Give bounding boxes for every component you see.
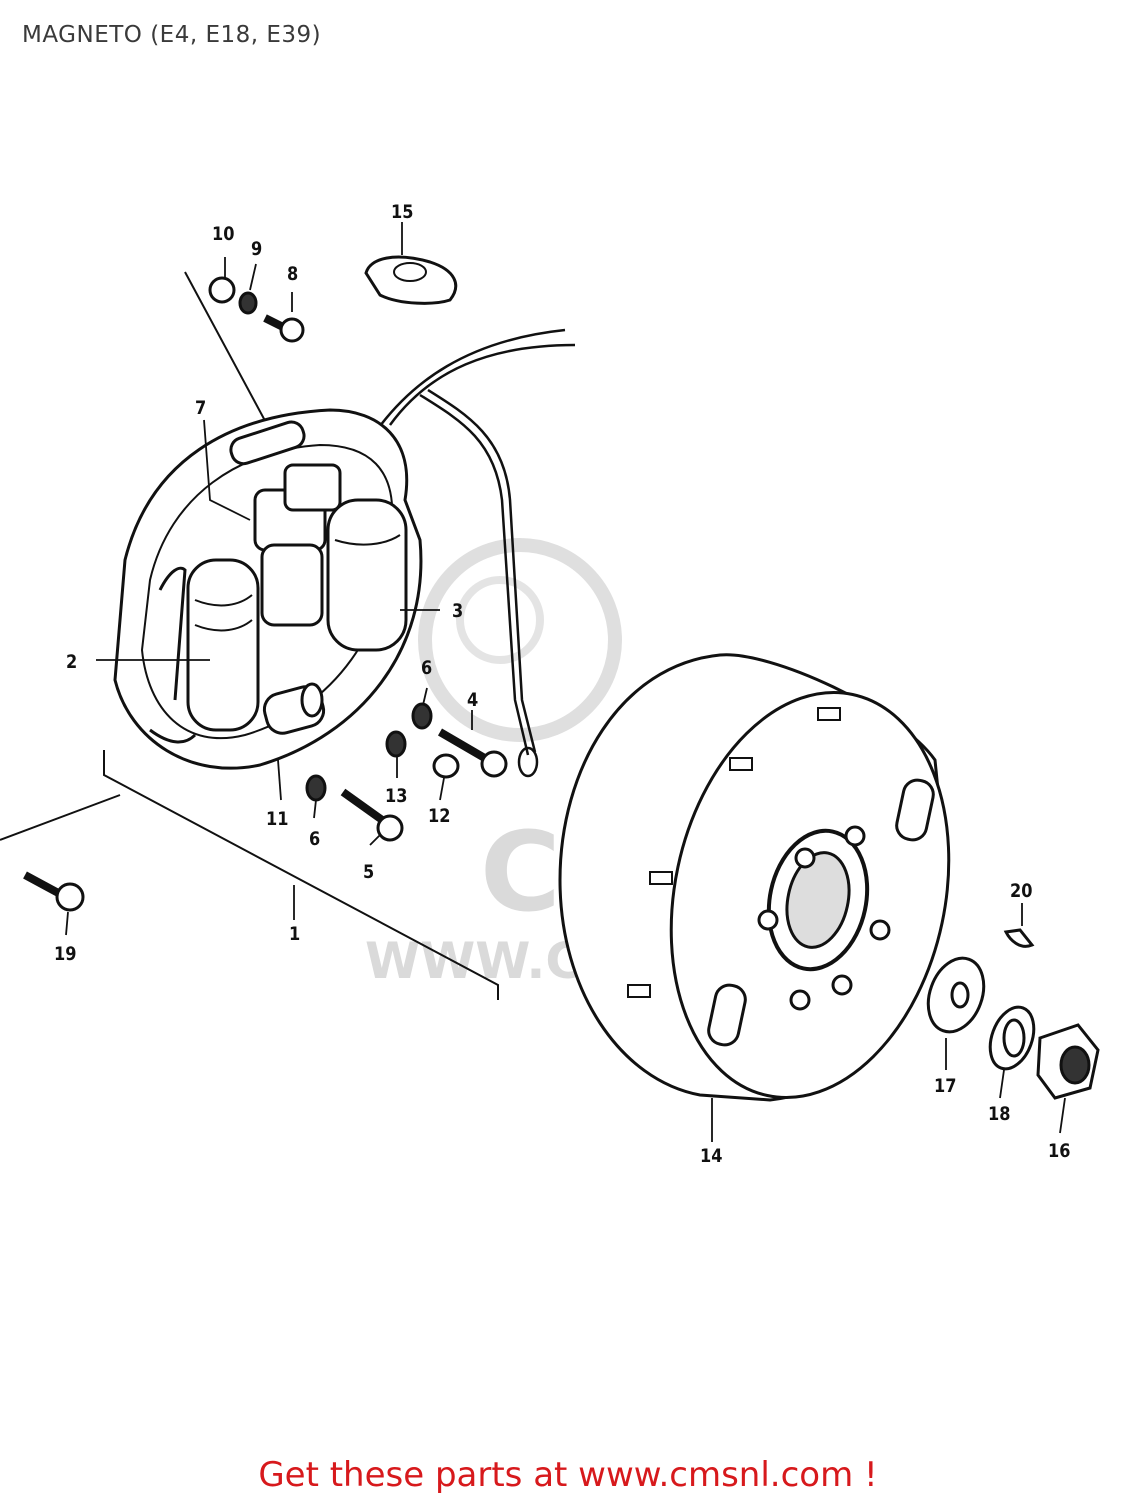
- callout-18: 18: [988, 1104, 1010, 1126]
- ignition-coil: [186, 558, 260, 732]
- callout-15: 15: [391, 202, 413, 224]
- callout-19: 19: [54, 944, 76, 966]
- flywheel-rotor: [558, 653, 951, 1102]
- footer-cta-link[interactable]: Get these parts at www.cmsnl.com !: [258, 1455, 878, 1495]
- callout-7: 7: [195, 398, 206, 420]
- callout-3: 3: [452, 601, 463, 623]
- callout-16: 16: [1048, 1141, 1070, 1163]
- magneto-wire-lead: [368, 328, 576, 778]
- callout-12: 12: [428, 806, 450, 828]
- callout-6-lower: 6: [309, 829, 320, 851]
- callout-11: 11: [266, 809, 288, 831]
- callout-2: 2: [66, 652, 77, 674]
- stator-screws: [23, 276, 508, 912]
- rotor-nut-washers: [926, 928, 1100, 1100]
- callout-9: 9: [251, 239, 262, 261]
- assembly-bracket: [0, 271, 499, 1000]
- condenser: [262, 682, 326, 735]
- page-title: MAGNETO (E4, E18, E39): [22, 22, 322, 48]
- callout-14: 14: [700, 1146, 722, 1168]
- callout-labels: 1 2 3 4 5 6 6 7 8 9 10 11 12 13 14 15 16…: [54, 202, 1070, 1168]
- callout-8: 8: [287, 264, 298, 286]
- callout-6-upper: 6: [421, 658, 432, 680]
- callout-leaders: [65, 222, 1066, 1142]
- contact-breaker: [253, 463, 342, 627]
- callout-10: 10: [212, 224, 234, 246]
- callout-13: 13: [385, 786, 407, 808]
- wire-grommet: [364, 255, 458, 305]
- callout-5: 5: [363, 862, 374, 884]
- lighting-coil: [326, 498, 408, 652]
- callout-4: 4: [467, 690, 478, 712]
- callout-17: 17: [934, 1076, 956, 1098]
- callout-20: 20: [1010, 881, 1032, 903]
- callout-1: 1: [289, 924, 300, 946]
